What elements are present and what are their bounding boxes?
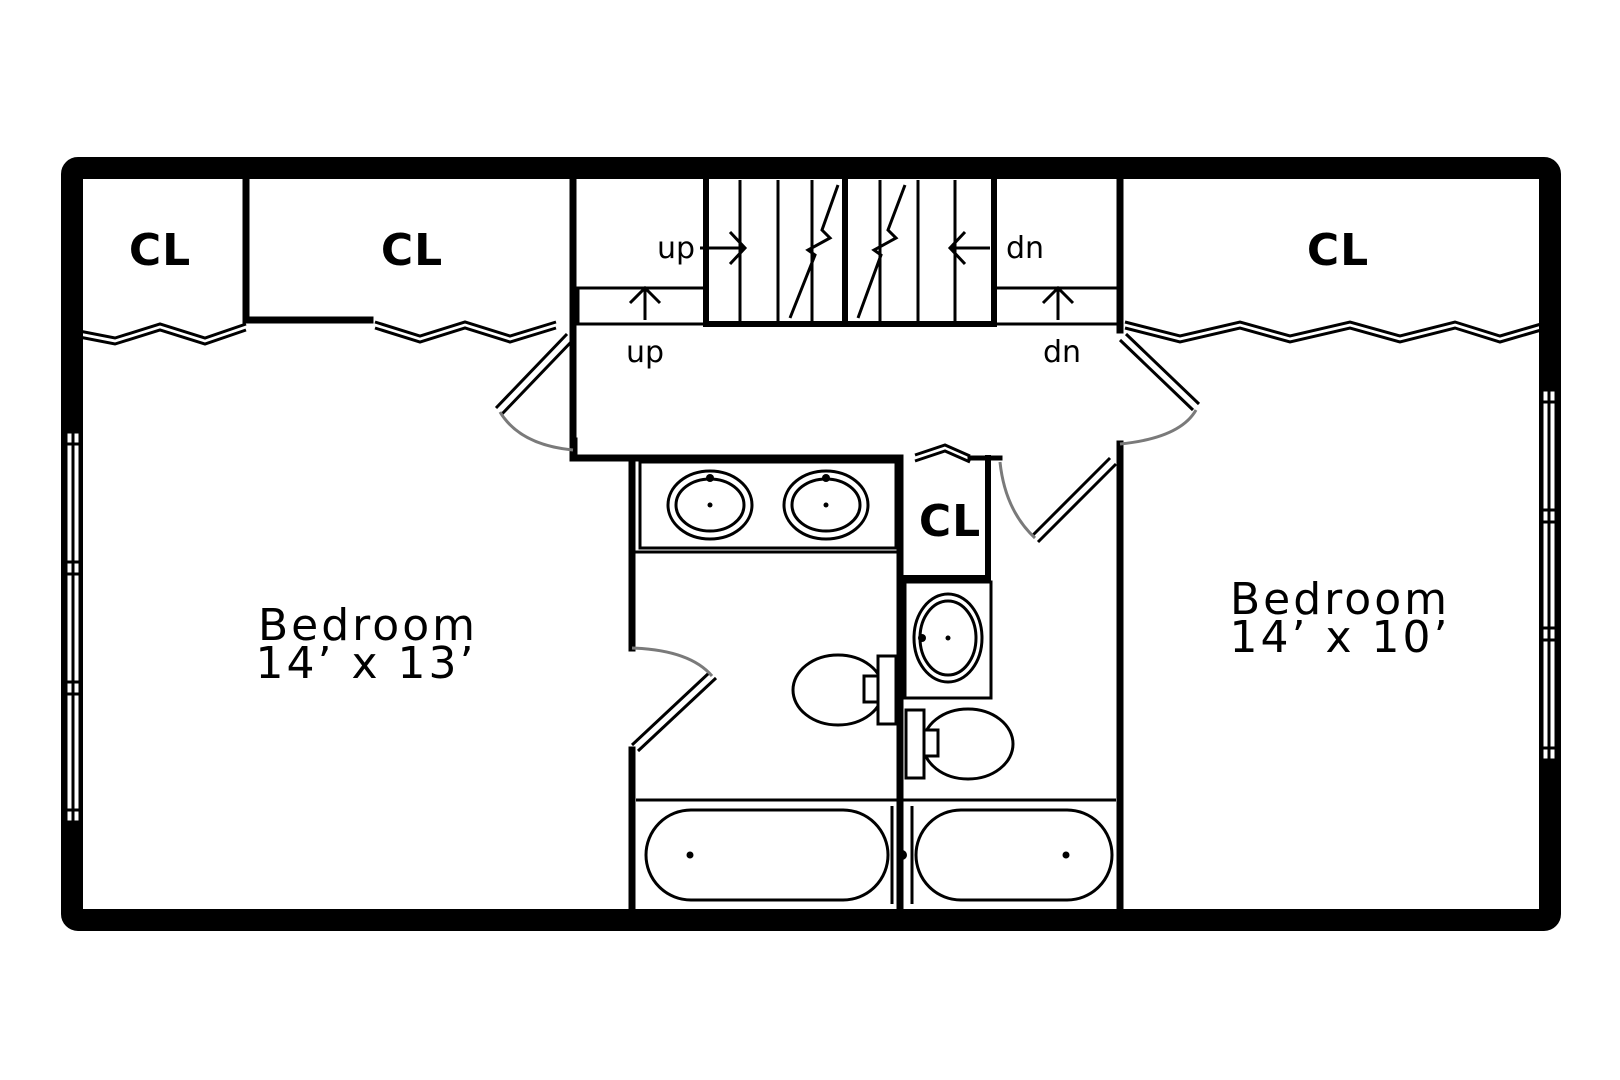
bedroom-right-size: 14’ x 10’	[1230, 612, 1451, 663]
bedroom-left-size: 14’ x 13’	[256, 638, 477, 689]
windows	[64, 388, 1558, 824]
stair-label-dn-lower: dn	[1043, 335, 1081, 370]
bathtub-left	[644, 808, 890, 902]
closet-label-1: CL	[129, 225, 191, 276]
bathtub-right	[914, 808, 1114, 902]
closet-walls	[242, 176, 1124, 334]
staircase	[576, 177, 1120, 327]
bedroom-right-name: Bedroom	[1230, 574, 1450, 625]
stair-label-dn-upper: dn	[1006, 231, 1044, 266]
stair-label-up-lower: up	[626, 335, 664, 370]
bedroom-left-name: Bedroom	[258, 600, 478, 651]
stair-label-up-upper: up	[657, 231, 695, 266]
closet-label-4: CL	[919, 496, 981, 547]
closet-label-2: CL	[381, 225, 443, 276]
bifold-doors	[73, 320, 1549, 464]
bathroom-fixtures	[632, 460, 1116, 904]
closet-label-3: CL	[1307, 225, 1369, 276]
doors	[494, 332, 1201, 753]
